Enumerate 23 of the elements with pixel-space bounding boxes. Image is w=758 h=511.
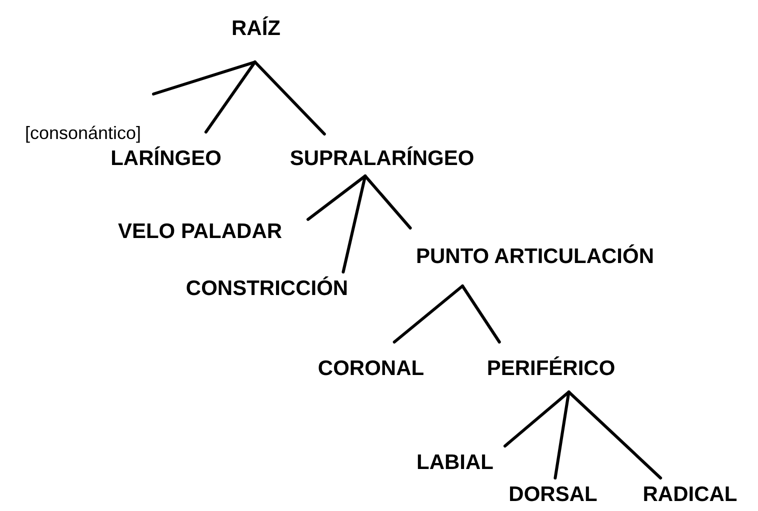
branch-line <box>554 390 570 480</box>
node-label: PUNTO ARTICULACIÓN <box>416 244 654 270</box>
node-label: RADICAL <box>642 482 738 508</box>
node-label: CORONAL <box>318 356 424 382</box>
branch-line <box>342 174 367 274</box>
node-label: LABIAL <box>416 450 494 476</box>
node-label: [consonántico] <box>24 122 142 144</box>
node-label: DORSAL <box>508 482 598 508</box>
branch-line <box>306 174 367 221</box>
node-label: SUPRALARÍNGEO <box>290 146 474 172</box>
branch-line <box>567 390 662 480</box>
branch-line <box>504 390 570 448</box>
branch-line <box>152 60 256 96</box>
branch-line <box>204 60 256 134</box>
branch-line <box>392 284 464 344</box>
node-label: LARÍNGEO <box>110 146 222 172</box>
branch-line <box>364 174 412 230</box>
node-label: PERIFÉRICO <box>486 356 616 382</box>
node-label: RAÍZ <box>232 16 280 42</box>
node-label: VELO PALADAR <box>118 219 282 245</box>
node-label: CONSTRICCIÓN <box>186 276 348 302</box>
branch-line <box>253 60 326 136</box>
branch-line <box>461 284 501 344</box>
